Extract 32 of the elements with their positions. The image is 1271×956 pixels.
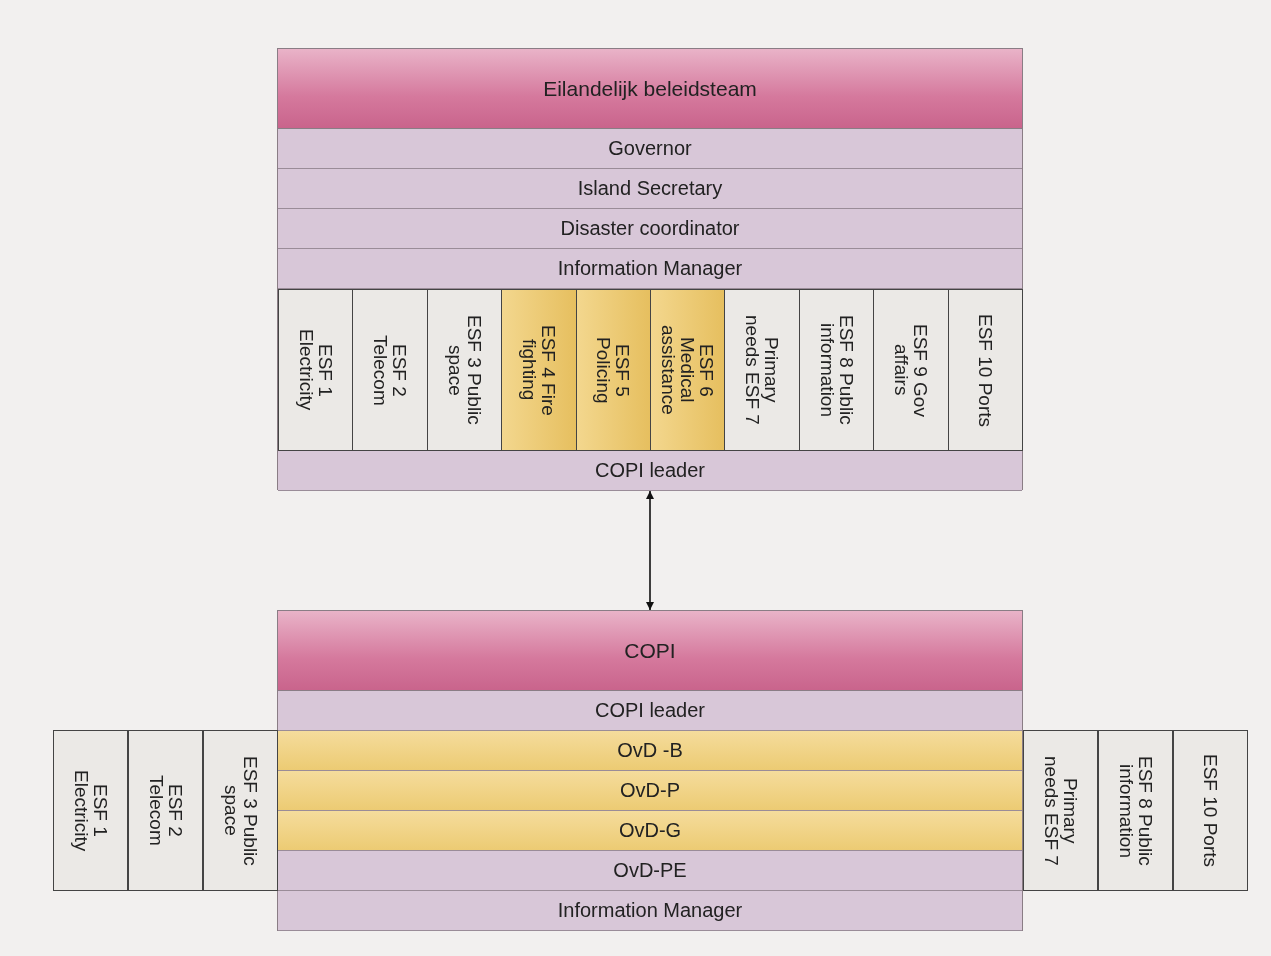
role-row: OvD -B xyxy=(278,731,1022,771)
role-row: Information Manager xyxy=(278,249,1022,289)
role-row: COPI leader xyxy=(278,691,1022,731)
panel-heading: COPI xyxy=(278,611,1022,691)
function-cell: ESF 8 Public information xyxy=(798,289,875,451)
team-panel xyxy=(277,610,1023,931)
role-row: Governor xyxy=(278,129,1022,169)
role-row: Information Manager xyxy=(278,891,1022,931)
function-cell: ESF 3 Public space xyxy=(203,730,278,891)
role-row: OvD-G xyxy=(278,811,1022,851)
function-cell: ESF 9 Gov affairs xyxy=(873,289,949,451)
panel-heading: Eilandelijk beleidsteam xyxy=(278,49,1022,129)
double-arrow xyxy=(646,490,654,611)
function-cell: ESF 10 Ports xyxy=(1173,730,1248,891)
function-cell: Primary needs ESF 7 xyxy=(1023,730,1098,891)
role-row: OvD-PE xyxy=(278,851,1022,891)
function-cell: ESF 6 Medical assistance xyxy=(650,289,726,451)
function-cell: ESF 8 Public information xyxy=(1098,730,1173,891)
function-cell: ESF 5 Policing xyxy=(575,289,651,451)
function-cell: ESF 10 Ports xyxy=(947,289,1023,451)
role-row: Island Secretary xyxy=(278,169,1022,209)
function-cell: ESF 3 Public space xyxy=(426,289,503,451)
function-cell: ESF 2 Telecom xyxy=(128,730,203,891)
function-cell: Primary needs ESF 7 xyxy=(724,289,800,451)
function-cell: ESF 1 Electricity xyxy=(278,289,354,451)
role-row: Disaster coordinator xyxy=(278,209,1022,249)
function-cell: ESF 2 Telecom xyxy=(352,289,428,451)
function-cell: ESF 4 Fire fighting xyxy=(501,289,577,451)
role-row: OvD-P xyxy=(278,771,1022,811)
team-panel xyxy=(277,48,1023,490)
role-row: COPI leader xyxy=(278,451,1022,491)
function-cell: ESF 1 Electricity xyxy=(53,730,128,891)
